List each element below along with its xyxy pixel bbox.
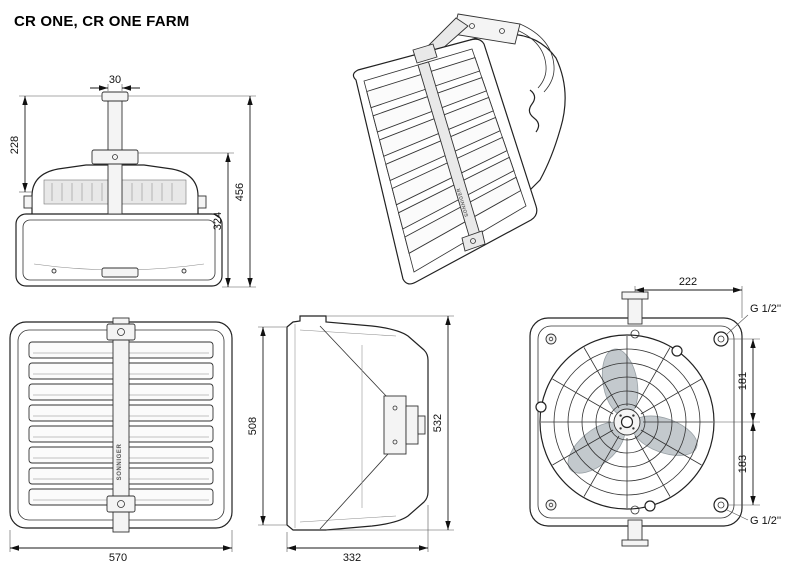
dim-508: 508 [247,417,259,435]
mounting-strap [112,317,130,533]
front-view: SONNIGER 570 [9,317,233,564]
dim-183: 183 [737,455,749,473]
dim-570: 570 [109,552,127,564]
fan-guard [535,334,715,512]
mounting-console [91,149,139,165]
dim-532: 532 [432,414,444,432]
dim-324: 324 [212,212,224,230]
dim-222: 222 [679,276,697,288]
fan-hub [613,408,641,436]
pipe-connection-top [713,331,729,347]
dim-456: 456 [234,183,246,201]
brand-label-front: SONNIGER [117,444,123,481]
dim-181: 181 [737,372,749,390]
pipe-connection-bottom [713,497,729,513]
conn-label-bottom: G 1/2'' [750,515,781,527]
back-view: 222 G 1/2'' G 1/2'' 181 183 [529,276,781,547]
side-view: 508 532 332 [247,315,454,564]
motor [383,395,407,455]
fan-blades [567,348,698,474]
page-title: CR ONE, CR ONE FARM [14,13,189,30]
front-face [352,38,538,285]
conn-label-top: G 1/2'' [750,303,781,315]
top-view: 30 228 324 456 [9,74,256,288]
dim-228: 228 [9,136,21,154]
unit-side [286,315,429,531]
dim-30: 30 [109,74,121,86]
dim-332: 332 [343,552,361,564]
cable [528,89,540,133]
mounting-strap [627,297,643,325]
isometric-view: SONNIGER [352,13,566,285]
